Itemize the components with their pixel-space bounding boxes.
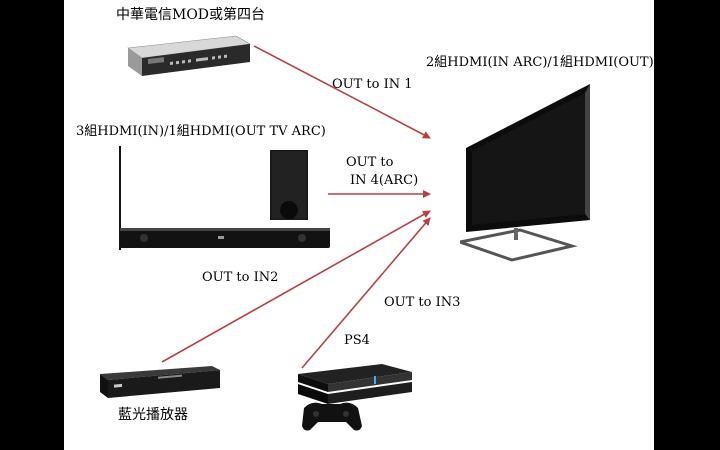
mod-set-top-box-image [124,30,252,84]
soundbar-image [118,146,332,256]
ps4-label: PS4 [344,333,370,348]
tv-image [454,80,594,272]
ps4-console-image [294,352,414,442]
tv-label: 2組HDMI(IN ARC)/1組HDMI(OUT) [426,55,654,70]
diagram-slide: 中華電信MOD或第四台 OUT to IN 1 2組HDMI(IN ARC)/1… [64,0,654,450]
arrow-ps4-to-tv [301,217,431,369]
mod-connection-label: OUT to IN 1 [332,77,413,92]
bluray-label: 藍光播放器 [118,407,188,423]
soundbar-label: 3組HDMI(IN)/1組HDMI(OUT TV ARC) [76,124,326,139]
bluray-connection-label: OUT to IN2 [202,270,279,285]
bluray-player-image [98,364,222,406]
soundbar-connection-label-line2: IN 4(ARC) [350,173,419,188]
ps4-controller-icon [302,402,362,431]
connection-arrows [161,45,431,369]
mod-label: 中華電信MOD或第四台 [116,7,266,23]
ps4-connection-label: OUT to IN3 [384,295,461,310]
arrow-bluray-to-tv [161,210,431,363]
soundbar-connection-label-line1: OUT to [346,155,394,170]
arrow-mod-to-tv [253,45,431,139]
